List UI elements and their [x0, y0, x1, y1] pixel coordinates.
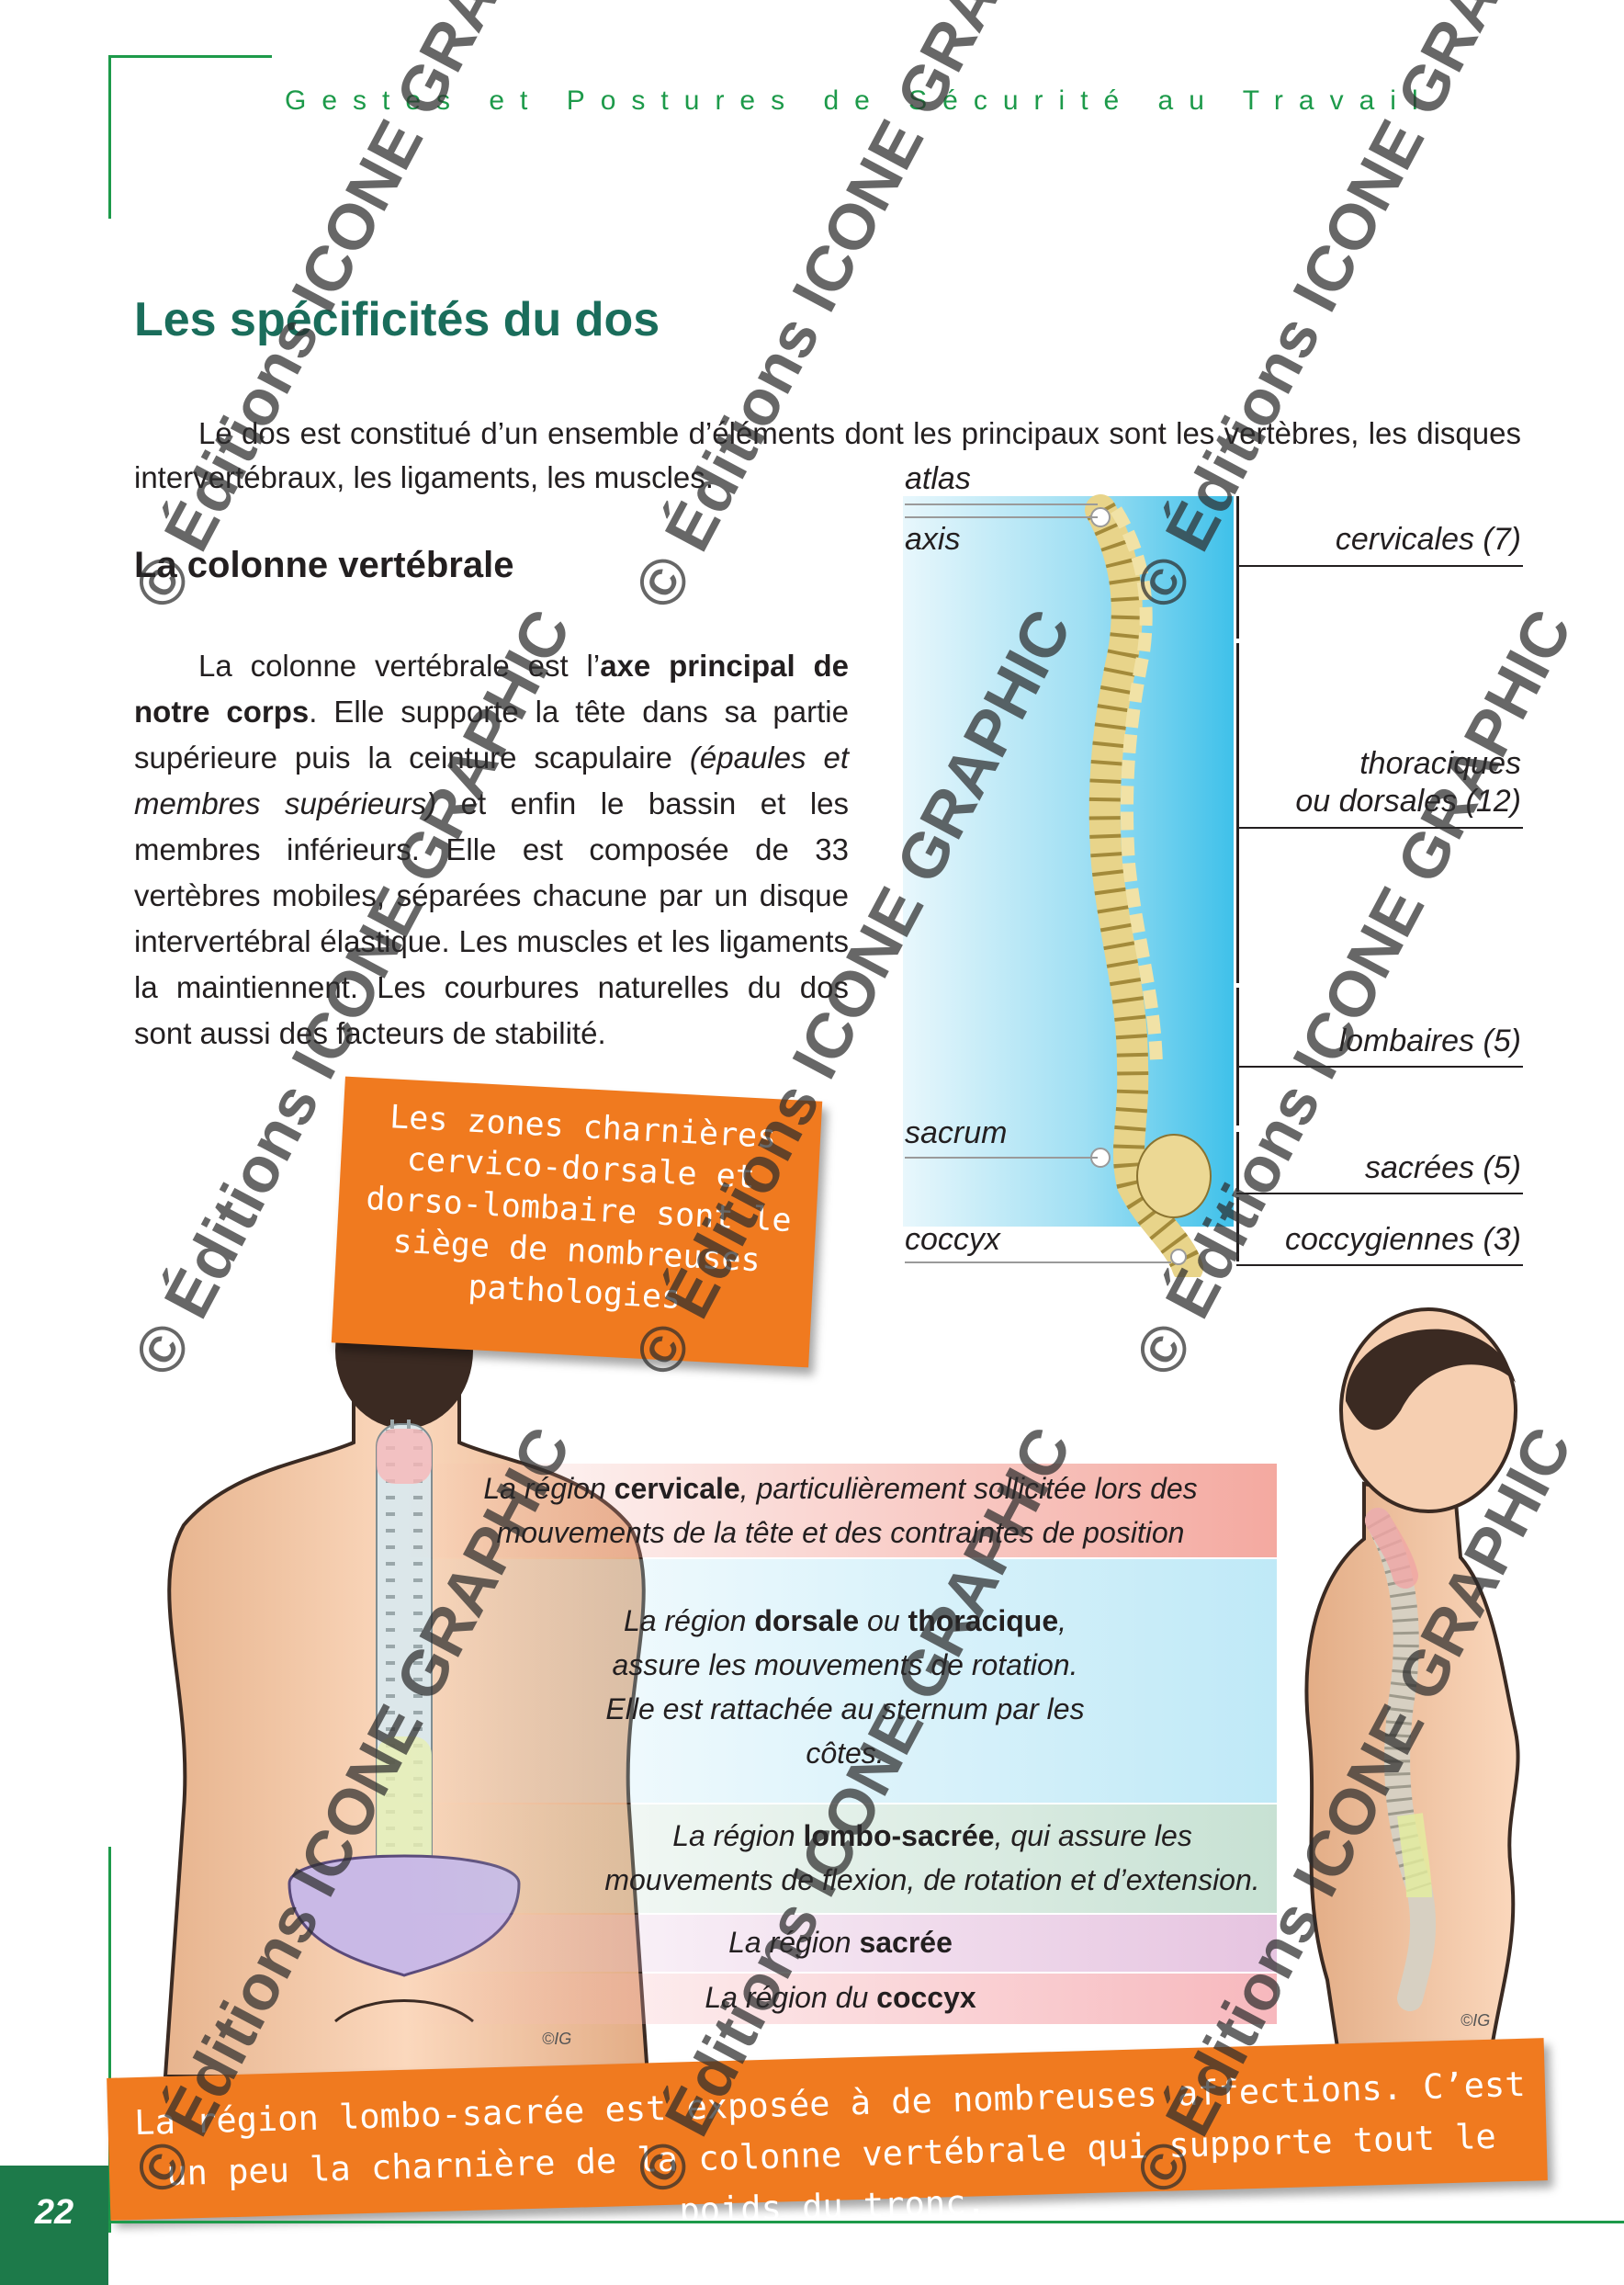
page-number: 22	[0, 2166, 108, 2285]
region-dorsal-bold: dorsale	[754, 1604, 860, 1637]
region-coccyx-pre: La région du	[705, 1981, 877, 2014]
body-text-3: et enfin le bassin et les membres inféri…	[134, 786, 850, 1050]
region-cervical-bold: cervicale	[614, 1472, 740, 1505]
leader-line-axis	[905, 516, 1098, 518]
label-sacrum: sacrum	[905, 1115, 1008, 1150]
label-sacral: sacrées (5)	[1364, 1150, 1521, 1185]
body-text-2: . Elle supporte la tête dans sa partie s…	[134, 695, 849, 775]
spine-illustration	[1085, 494, 1212, 1277]
label-thoracic-1: thoraciques	[1359, 746, 1521, 781]
region-dorsal-post: , assure les mouvements de rotation. Ell…	[605, 1604, 1085, 1770]
page-title: Les spécificités du dos	[134, 293, 660, 346]
rule-cervical	[1236, 565, 1523, 567]
bracket-lumbar	[1236, 988, 1239, 1126]
band-lumbosacral	[404, 1804, 1277, 1913]
label-thoracic-2: ou dorsales (12)	[1295, 784, 1521, 819]
region-dorsal-text: La région dorsale ou thoracique, assure …	[588, 1599, 1102, 1775]
label-coccyx: coccyx	[905, 1222, 1000, 1257]
body-italic-1: (épaules et membres supérieurs)	[134, 741, 849, 820]
section-heading: La colonne vertébrale	[134, 545, 514, 585]
region-lumbosacral-text: La région lombo-sacrée, qui assure les m…	[588, 1814, 1277, 1902]
side-view-figure: ©IG	[1304, 1307, 1520, 2072]
region-lumbosacral-pre: La région	[672, 1819, 804, 1852]
band-dorsal	[404, 1559, 1277, 1803]
intro-paragraph: Le dos est constitué d’un ensemble d’élé…	[134, 416, 1521, 494]
rule-lumbar	[1236, 1066, 1523, 1068]
bracket-thoracic	[1236, 643, 1239, 983]
region-lumbosacral-bold: lombo-sacrée	[803, 1819, 995, 1852]
region-coccyx-text: La région du coccyx	[404, 1975, 1277, 2019]
label-cervical: cervicales (7)	[1335, 522, 1521, 557]
bracket-sacral	[1236, 1132, 1239, 1192]
footer-rule	[108, 2221, 1624, 2223]
running-header: Gestes et Postures de Sécurité au Travai…	[285, 85, 1434, 116]
leader-line-sacrum	[905, 1157, 1098, 1159]
body-text-1: La colonne vertébrale est l’	[198, 649, 601, 683]
band-sacral	[404, 1915, 1277, 1972]
region-cervical-pre: La région	[483, 1472, 615, 1505]
bracket-coccygeal	[1236, 1197, 1239, 1261]
figure-signature-back: ©IG	[542, 2030, 571, 2048]
band-coccyx	[404, 1974, 1277, 2024]
corner-frame-top	[108, 55, 272, 219]
band-cervical	[404, 1464, 1277, 1557]
body-bold-1: axe principal de notre corps	[134, 649, 850, 729]
label-coccygeal: coccygiennes (3)	[1284, 1222, 1521, 1257]
region-sacral-bold: sacrée	[859, 1926, 953, 1959]
region-coccyx-bold: coccyx	[876, 1981, 976, 2014]
label-atlas: atlas	[905, 461, 971, 496]
corner-frame-bottom	[108, 1847, 111, 2233]
region-lumbosacral-post: , qui assure les mouvements de flexion, …	[604, 1819, 1260, 1896]
label-lumbar: lombaires (5)	[1338, 1024, 1521, 1058]
leader-line-coccyx	[905, 1261, 1171, 1263]
rule-thoracic	[1236, 827, 1523, 829]
region-cervical-text: La région cervicale, particulièrement so…	[404, 1466, 1277, 1555]
leader-line-atlas	[905, 503, 1098, 505]
figure-signature-side: ©IG	[1460, 2011, 1490, 2030]
rule-sacral	[1236, 1193, 1523, 1194]
region-sacral-pre: La région	[728, 1926, 860, 1959]
region-sacral-text: La région sacrée	[404, 1920, 1277, 1964]
bracket-cervical	[1236, 496, 1239, 639]
body-paragraph: La colonne vertébrale est l’axe principa…	[134, 643, 849, 1057]
region-dorsal-mid: ou	[859, 1604, 908, 1637]
label-axis: axis	[905, 522, 961, 557]
region-dorsal-pre: La région	[624, 1604, 755, 1637]
rule-coccygeal	[1236, 1264, 1523, 1266]
region-dorsal-bold2: thoracique	[908, 1604, 1059, 1637]
region-cervical-post: , particulièrement sollicitée lors des m…	[496, 1472, 1198, 1549]
spine-diagram-background	[903, 496, 1234, 1227]
